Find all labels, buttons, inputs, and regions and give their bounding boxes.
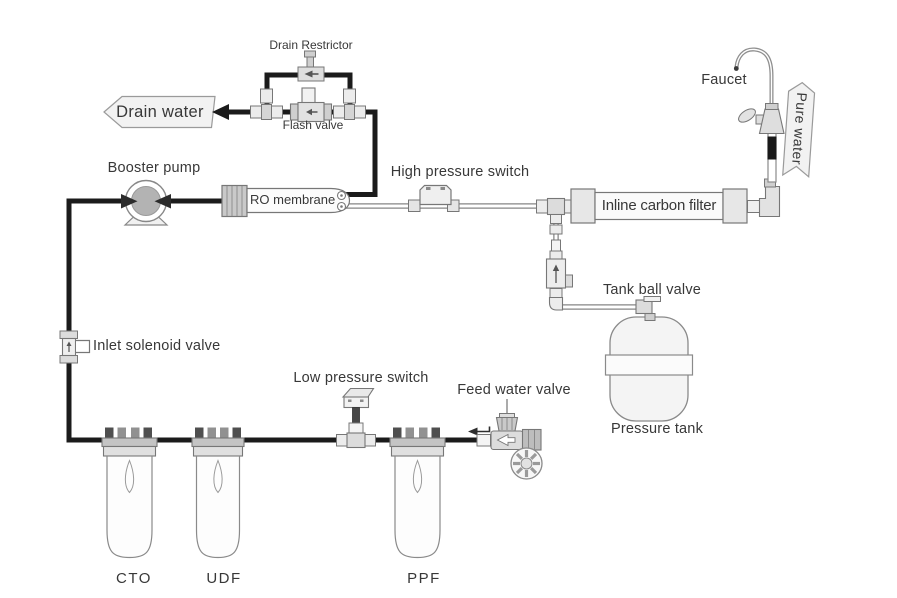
check-valve-component <box>545 224 573 311</box>
label-filter-udf: UDF <box>206 570 242 587</box>
label-feed-water-valve: Feed water valve <box>457 382 571 398</box>
feed-water-pipe <box>66 198 490 443</box>
label-low-pressure-switch: Low pressure switch <box>293 370 429 386</box>
inline-carbon-filter-component <box>570 188 760 224</box>
label-filter-ppf: PPF <box>407 570 441 587</box>
label-ro-membrane: RO membrane <box>250 192 336 207</box>
inlet-solenoid-valve-component <box>59 330 91 364</box>
drain-restrictor-component <box>297 50 325 82</box>
faucet-component <box>733 47 785 183</box>
booster-pump-component <box>121 179 171 226</box>
label-filter-cto: CTO <box>116 570 152 587</box>
tank-ball-valve-component <box>635 296 661 321</box>
label-inline-carbon-filter: Inline carbon filter <box>601 197 717 214</box>
label-drain-restrictor: Drain Restrictor <box>269 38 353 52</box>
tank-line-tee <box>536 197 575 224</box>
label-faucet: Faucet <box>701 72 747 88</box>
drain-flow-arrowhead <box>212 104 229 120</box>
ro-membrane-component <box>221 184 351 218</box>
pure-water-banner <box>782 81 816 179</box>
high-pressure-switch-component <box>408 184 460 212</box>
label-drain-water: Drain water <box>116 103 204 121</box>
pressure-tank-component <box>604 316 694 422</box>
drain-tee-left <box>250 88 283 120</box>
label-pressure-tank: Pressure tank <box>610 421 704 437</box>
feed-water-valve-component <box>468 399 543 480</box>
label-high-pressure-switch: High pressure switch <box>390 164 530 180</box>
label-tank-ball-valve: Tank ball valve <box>602 282 702 298</box>
low-pressure-switch-component <box>336 387 376 449</box>
faucet-elbow <box>758 178 781 218</box>
label-booster-pump: Booster pump <box>107 160 201 176</box>
flash-valve-component <box>289 87 333 123</box>
filter-housing-cto <box>101 427 158 559</box>
filter-housing-udf <box>191 427 245 559</box>
label-flash-valve: Flash valve <box>282 118 344 132</box>
label-inlet-solenoid-valve: Inlet solenoid valve <box>93 338 221 354</box>
drain-tee-right <box>333 88 366 120</box>
filter-housing-ppf <box>389 427 446 559</box>
